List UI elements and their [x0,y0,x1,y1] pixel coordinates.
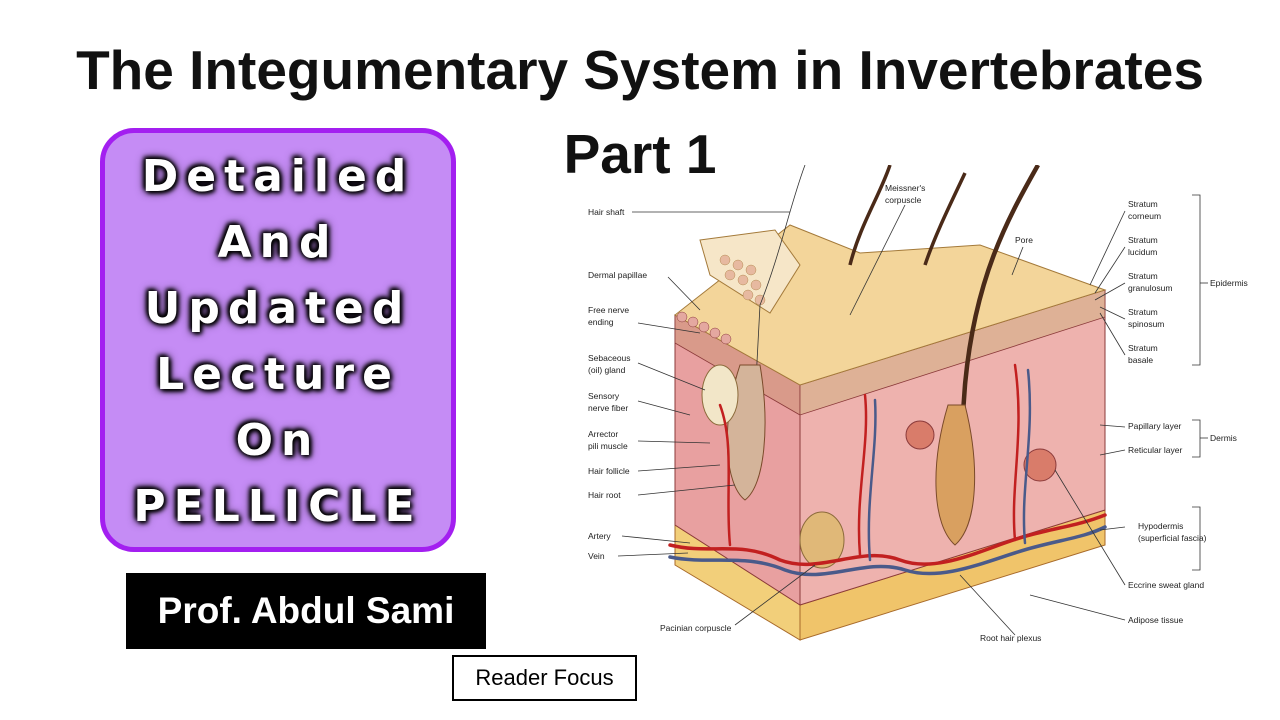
label-stratum-corneum: Stratum [1128,199,1158,209]
label-stratum-spinosum: Stratum [1128,307,1158,317]
label-dermis: Dermis [1210,433,1237,443]
label-pacinian-corpuscle: Pacinian corpuscle [660,623,732,633]
label-sebaceous-gland: (oil) gland [588,365,626,375]
page-subtitle: Part 1 [563,123,717,185]
promo-line: Detailed [141,151,415,202]
label-adipose-tissue: Adipose tissue [1128,615,1184,625]
label-artery: Artery [588,531,611,541]
label-dermal-papillae: Dermal papillae [588,270,647,280]
lecture-promo-box: Detailed And Updated Lecture On PELLICLE [100,128,456,552]
label-vein: Vein [588,551,605,561]
label-hypodermis: Hypodermis [1138,521,1183,531]
label-meissner: Meissner's [885,183,925,193]
label-epidermis: Epidermis [1210,278,1248,288]
promo-line: Updated [144,283,412,334]
label-stratum-granulosum: granulosum [1128,283,1172,293]
label-pore: Pore [1015,235,1033,245]
skin-cross-section-diagram: Hair shaft Dermal papillae Free nerve en… [588,165,1248,643]
label-stratum-corneum: corneum [1128,211,1161,221]
label-stratum-granulosum: Stratum [1128,271,1158,281]
promo-line: Lecture [156,349,400,400]
label-sensory-nerve: Sensory [588,391,620,401]
label-hair-shaft: Hair shaft [588,207,625,217]
label-stratum-basale: Stratum [1128,343,1158,353]
promo-line: On [235,415,321,466]
channel-name: Reader Focus [452,655,637,701]
label-stratum-lucidum: Stratum [1128,235,1158,245]
promo-line: PELLICLE [133,481,423,532]
label-sensory-nerve: nerve fiber [588,403,628,413]
label-papillary-layer: Papillary layer [1128,421,1182,431]
label-stratum-basale: basale [1128,355,1153,365]
label-hypodermis: (superficial fascia) [1138,533,1207,543]
label-reticular-layer: Reticular layer [1128,445,1182,455]
label-sebaceous-gland: Sebaceous [588,353,631,363]
author-name: Prof. Abdul Sami [126,573,486,649]
label-stratum-spinosum: spinosum [1128,319,1164,329]
label-free-nerve: ending [588,317,614,327]
label-arrector-pili: pili muscle [588,441,628,451]
promo-line: And [217,217,339,268]
label-arrector-pili: Arrector [588,429,618,439]
label-hair-follicle: Hair follicle [588,466,630,476]
label-hair-root: Hair root [588,490,621,500]
label-stratum-lucidum: lucidum [1128,247,1157,257]
label-meissner: corpuscle [885,195,922,205]
page-title: The Integumentary System in Invertebrate… [76,39,1204,101]
label-root-hair-plexus: Root hair plexus [980,633,1041,643]
label-free-nerve: Free nerve [588,305,629,315]
label-eccrine-sweat-gland: Eccrine sweat gland [1128,580,1204,590]
